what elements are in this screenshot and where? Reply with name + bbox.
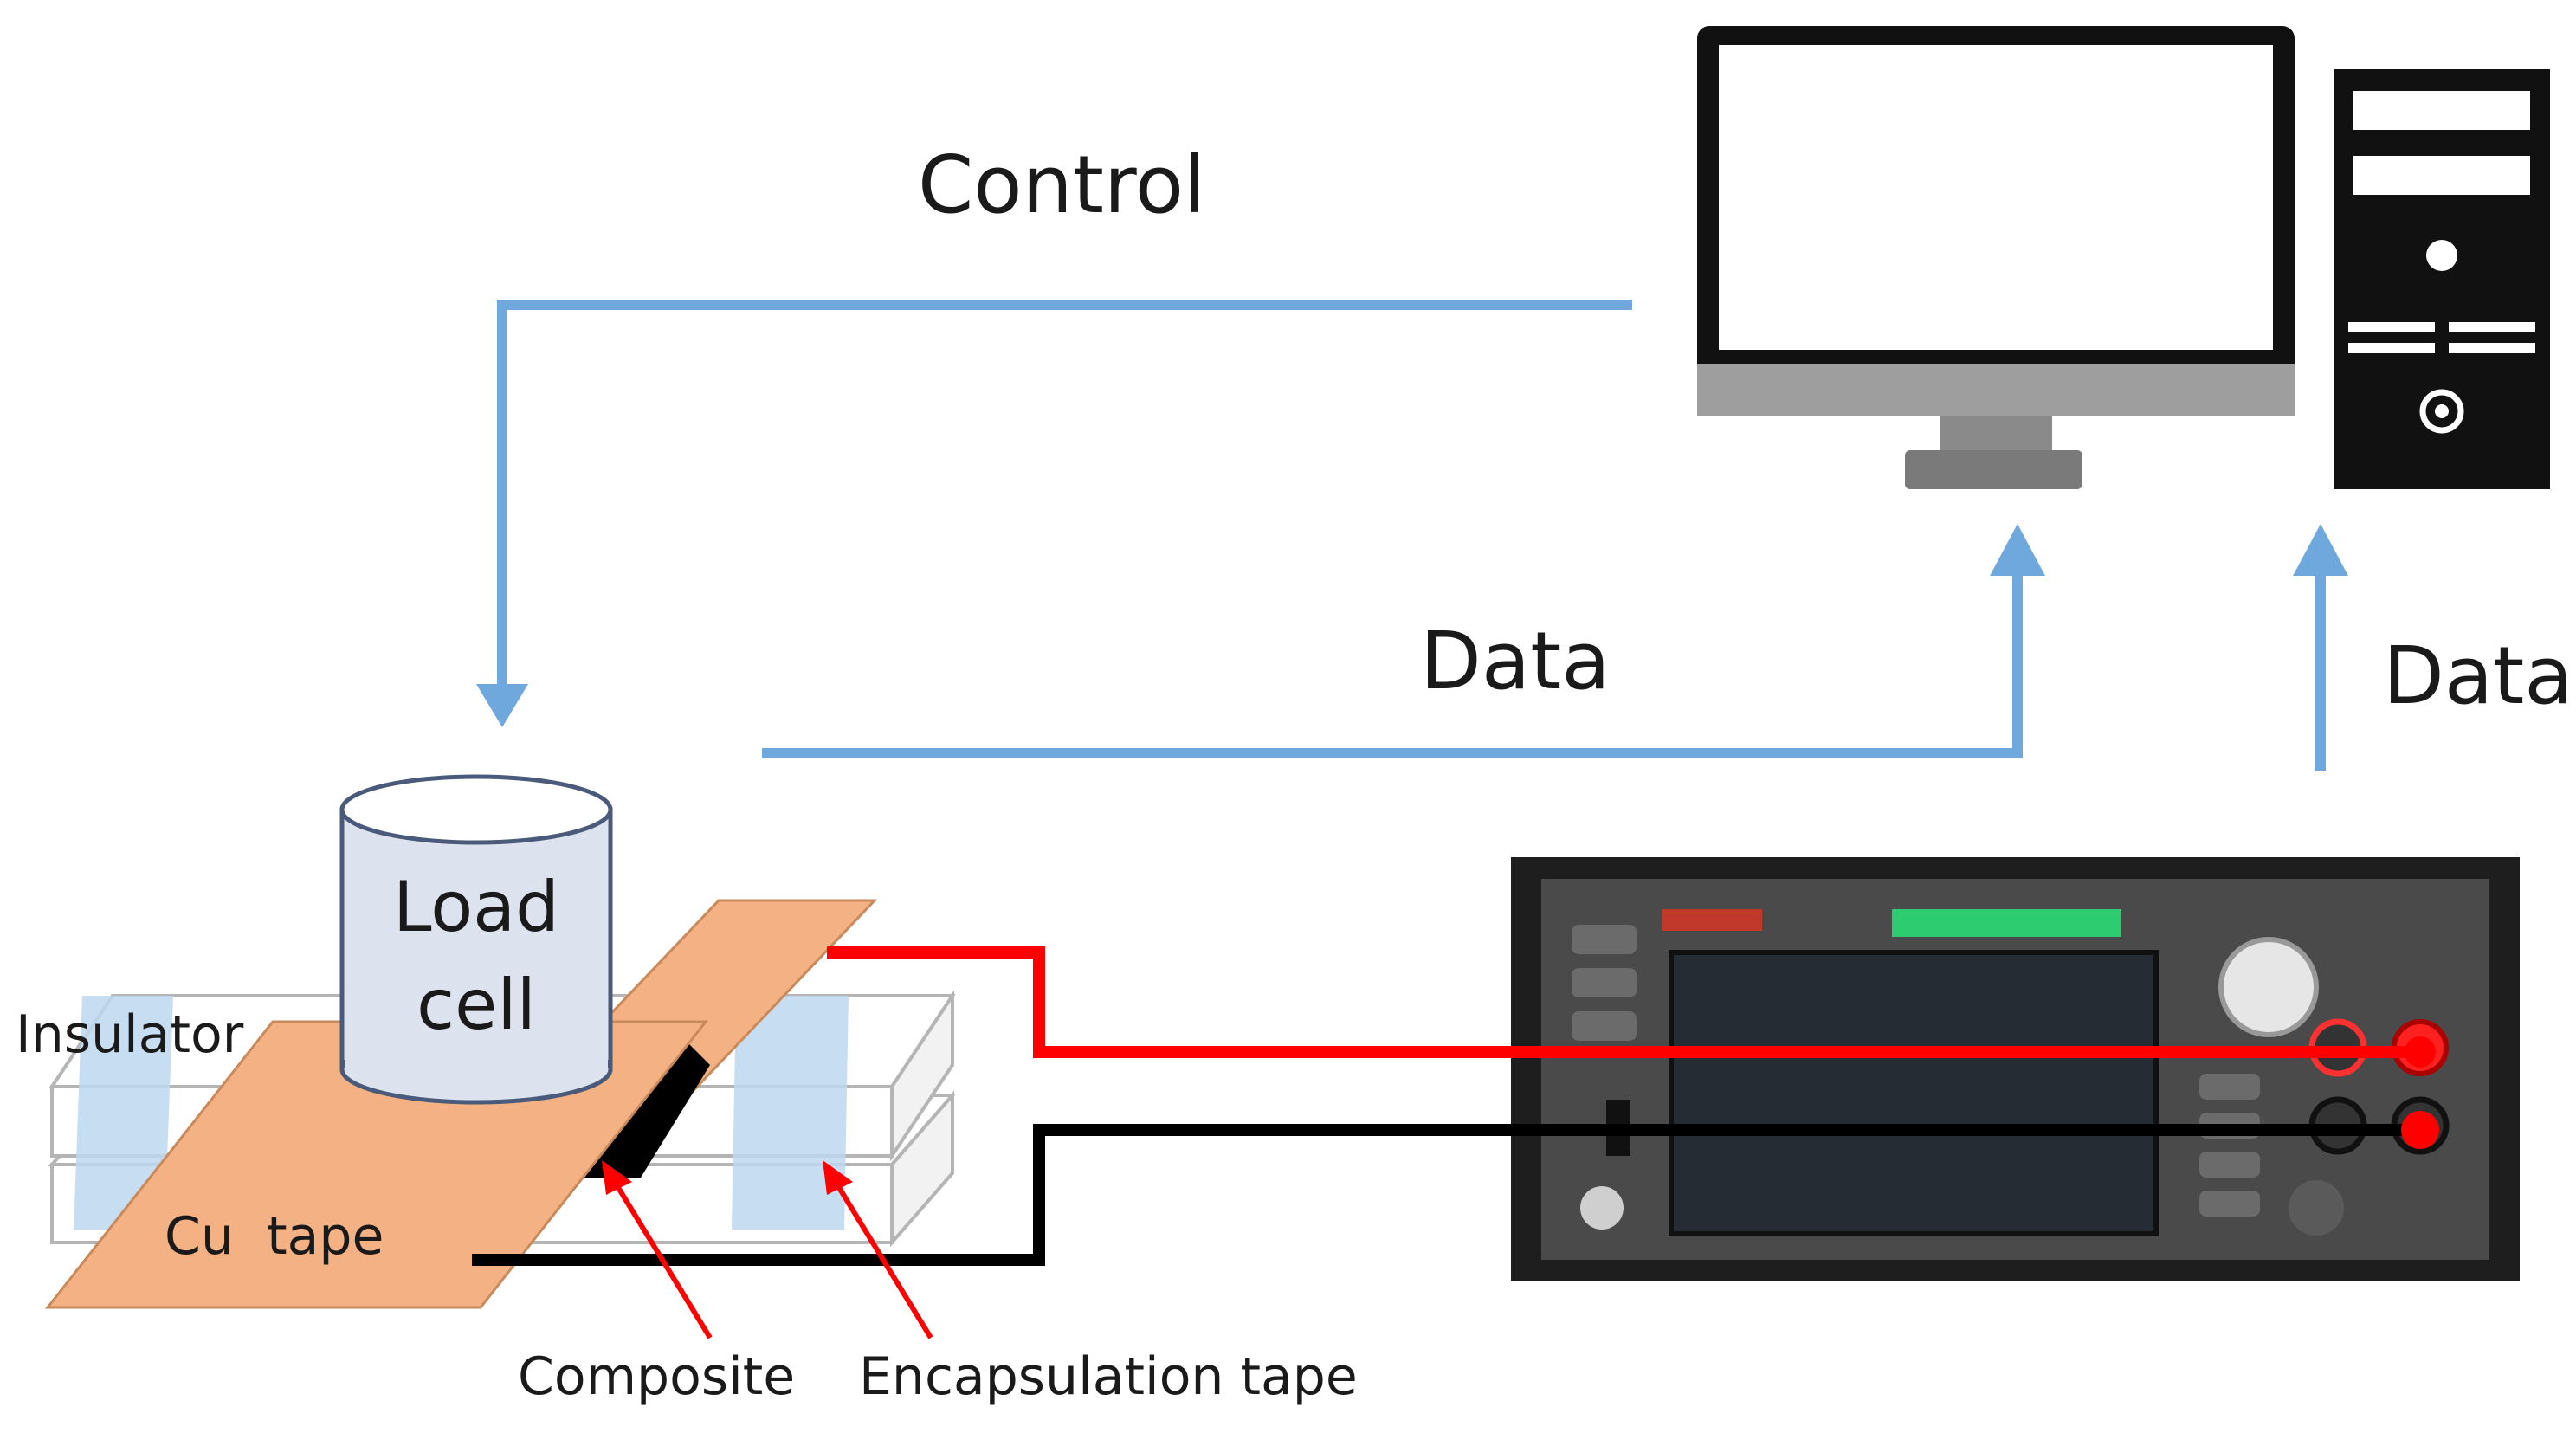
data-label-left: Data: [1420, 615, 1611, 707]
control-arrow: [497, 300, 1632, 706]
load-cell-label-line1: Load: [393, 867, 559, 947]
monitor-screen: [1719, 45, 2273, 350]
cu-tape-label: Cu tape: [165, 1206, 384, 1267]
multimeter-key-c: [2199, 1152, 2260, 1178]
monitor-base: [1905, 450, 2082, 489]
arrowheads: [476, 524, 2348, 727]
tower-bay-1: [2353, 91, 2530, 130]
data-arrowhead-monitor-icon: [1990, 524, 2045, 576]
multimeter-power-knob: [1580, 1186, 1624, 1230]
encapsulation-tape-label: Encapsulation tape: [859, 1346, 1358, 1407]
multimeter: [1511, 857, 2520, 1281]
data-arrow-load-cell: [762, 558, 2023, 758]
tower-slot-right-2: [2449, 343, 2535, 353]
insulator-lower-side: [890, 1090, 954, 1248]
multimeter-softkey-3: [1572, 1011, 1637, 1041]
tower-slot-left-2: [2348, 343, 2435, 353]
multimeter-key-a: [2199, 1074, 2260, 1100]
monitor-bezel: [1697, 364, 2295, 416]
pc-tower-icon: [2334, 69, 2550, 489]
black-wire-end-dot: [2401, 1111, 2439, 1149]
signal-arrows: [497, 300, 2326, 771]
insulator-label: Insulator: [16, 1004, 244, 1065]
tower-led: [2426, 240, 2457, 271]
multimeter-softkey-2: [1572, 968, 1637, 997]
encapsulation-pointer-head-icon: [823, 1160, 853, 1195]
control-arrowhead-icon: [476, 684, 528, 727]
tower-bay-2: [2353, 156, 2530, 195]
composite-pointer-head-icon: [602, 1160, 632, 1195]
data-arrowhead-tower-icon: [2293, 524, 2348, 576]
load-cell-body-cover: [345, 810, 608, 1069]
composite-label: Composite: [518, 1346, 795, 1407]
tower-power-dot: [2435, 404, 2449, 418]
encapsulation-band-left: [74, 996, 173, 1230]
tower-slot-left: [2348, 322, 2435, 332]
multimeter-dial-icon: [2218, 937, 2319, 1037]
insulator-upper-side: [890, 990, 954, 1162]
load-cell-top: [339, 774, 613, 845]
tower-body: [2334, 69, 2550, 489]
control-label: Control: [918, 139, 1206, 231]
tower-power-button: [2419, 389, 2464, 434]
multimeter-model-strip: [1892, 909, 2121, 937]
encapsulation-band-right: [732, 996, 849, 1230]
composite-layer: [554, 1039, 710, 1178]
multimeter-softkey-1: [1572, 925, 1637, 954]
multimeter-key-d: [2199, 1191, 2260, 1217]
multimeter-screen: [1669, 950, 2159, 1236]
load-cell: [339, 774, 613, 1105]
tower-slot-right: [2449, 322, 2535, 332]
composite-pointer: [612, 1180, 713, 1339]
data-label-right: Data: [2383, 629, 2573, 722]
multimeter-brand: [1662, 909, 1762, 931]
red-wire-end-dot: [2405, 1036, 2436, 1068]
red-wire: [827, 946, 2420, 1058]
monitor-icon: [1697, 26, 2295, 489]
encapsulation-pointer: [833, 1180, 933, 1339]
multimeter-knob-bottom: [2289, 1180, 2344, 1236]
black-wire: [472, 1124, 2420, 1266]
load-cell-label-line2: cell: [416, 965, 536, 1045]
